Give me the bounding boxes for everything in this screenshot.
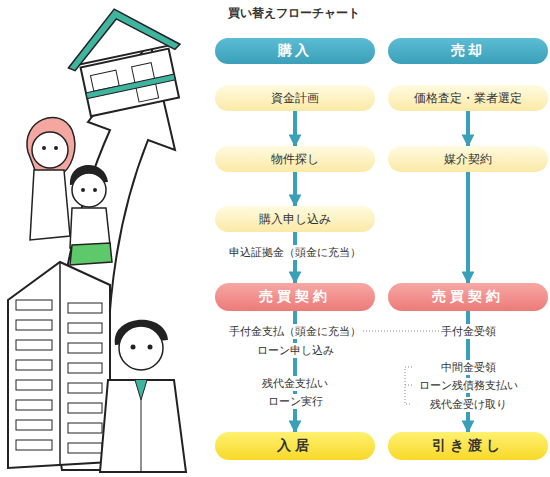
contract-box: 売買契約 (388, 283, 548, 311)
buildings (8, 262, 110, 468)
boy-figure (70, 165, 112, 265)
process-box: 媒介契約 (388, 146, 548, 172)
flow-arrow (293, 111, 297, 146)
step-note: ローン実行 (266, 394, 325, 409)
node-text: 入居 (277, 437, 313, 455)
node-text: 価格査定・業者選定 (414, 90, 522, 107)
process-box: 資金計画 (215, 85, 375, 111)
header-box: 売却 (388, 38, 548, 64)
chart-title: 買い替えフローチャート (228, 5, 360, 22)
step-note: ローン申し込み (255, 343, 336, 358)
step-note: ローン残債務支払い (417, 378, 520, 393)
process-box: 物件探し (215, 146, 375, 172)
woman-figure (27, 117, 75, 240)
dotted-leader (360, 331, 440, 332)
end-box: 入居 (215, 432, 375, 460)
node-text: 売却 (451, 42, 485, 60)
node-text: 媒介契約 (444, 151, 492, 168)
header-box: 購入 (215, 38, 375, 64)
contract-box: 売買契約 (215, 283, 375, 311)
end-box: 引き渡し (388, 432, 548, 460)
step-note: 手付金支払（頭金に充当） (227, 324, 363, 339)
house (58, 0, 190, 119)
flow-arrow (466, 111, 470, 146)
bracket (405, 367, 412, 404)
edge-label: 申込証拠金（頭金に充当） (227, 245, 363, 260)
process-box: 購入申し込み (215, 206, 375, 232)
node-text: 引き渡し (432, 437, 504, 455)
process-box: 価格査定・業者選定 (388, 85, 548, 111)
node-text: 売買契約 (432, 288, 504, 306)
node-text: 資金計画 (271, 90, 319, 107)
flow-arrow (293, 172, 297, 206)
step-note: 残代金支払い (260, 376, 330, 391)
node-text: 購入申し込み (259, 211, 331, 228)
node-text: 物件探し (271, 151, 319, 168)
step-note: 手付金受領 (439, 324, 498, 339)
step-note: 中間金受領 (439, 360, 498, 375)
man-figure (100, 320, 186, 472)
flow-arrow (466, 172, 470, 283)
node-text: 購入 (278, 42, 312, 60)
step-note: 残代金受け取り (428, 397, 509, 412)
node-text: 売買契約 (259, 288, 331, 306)
